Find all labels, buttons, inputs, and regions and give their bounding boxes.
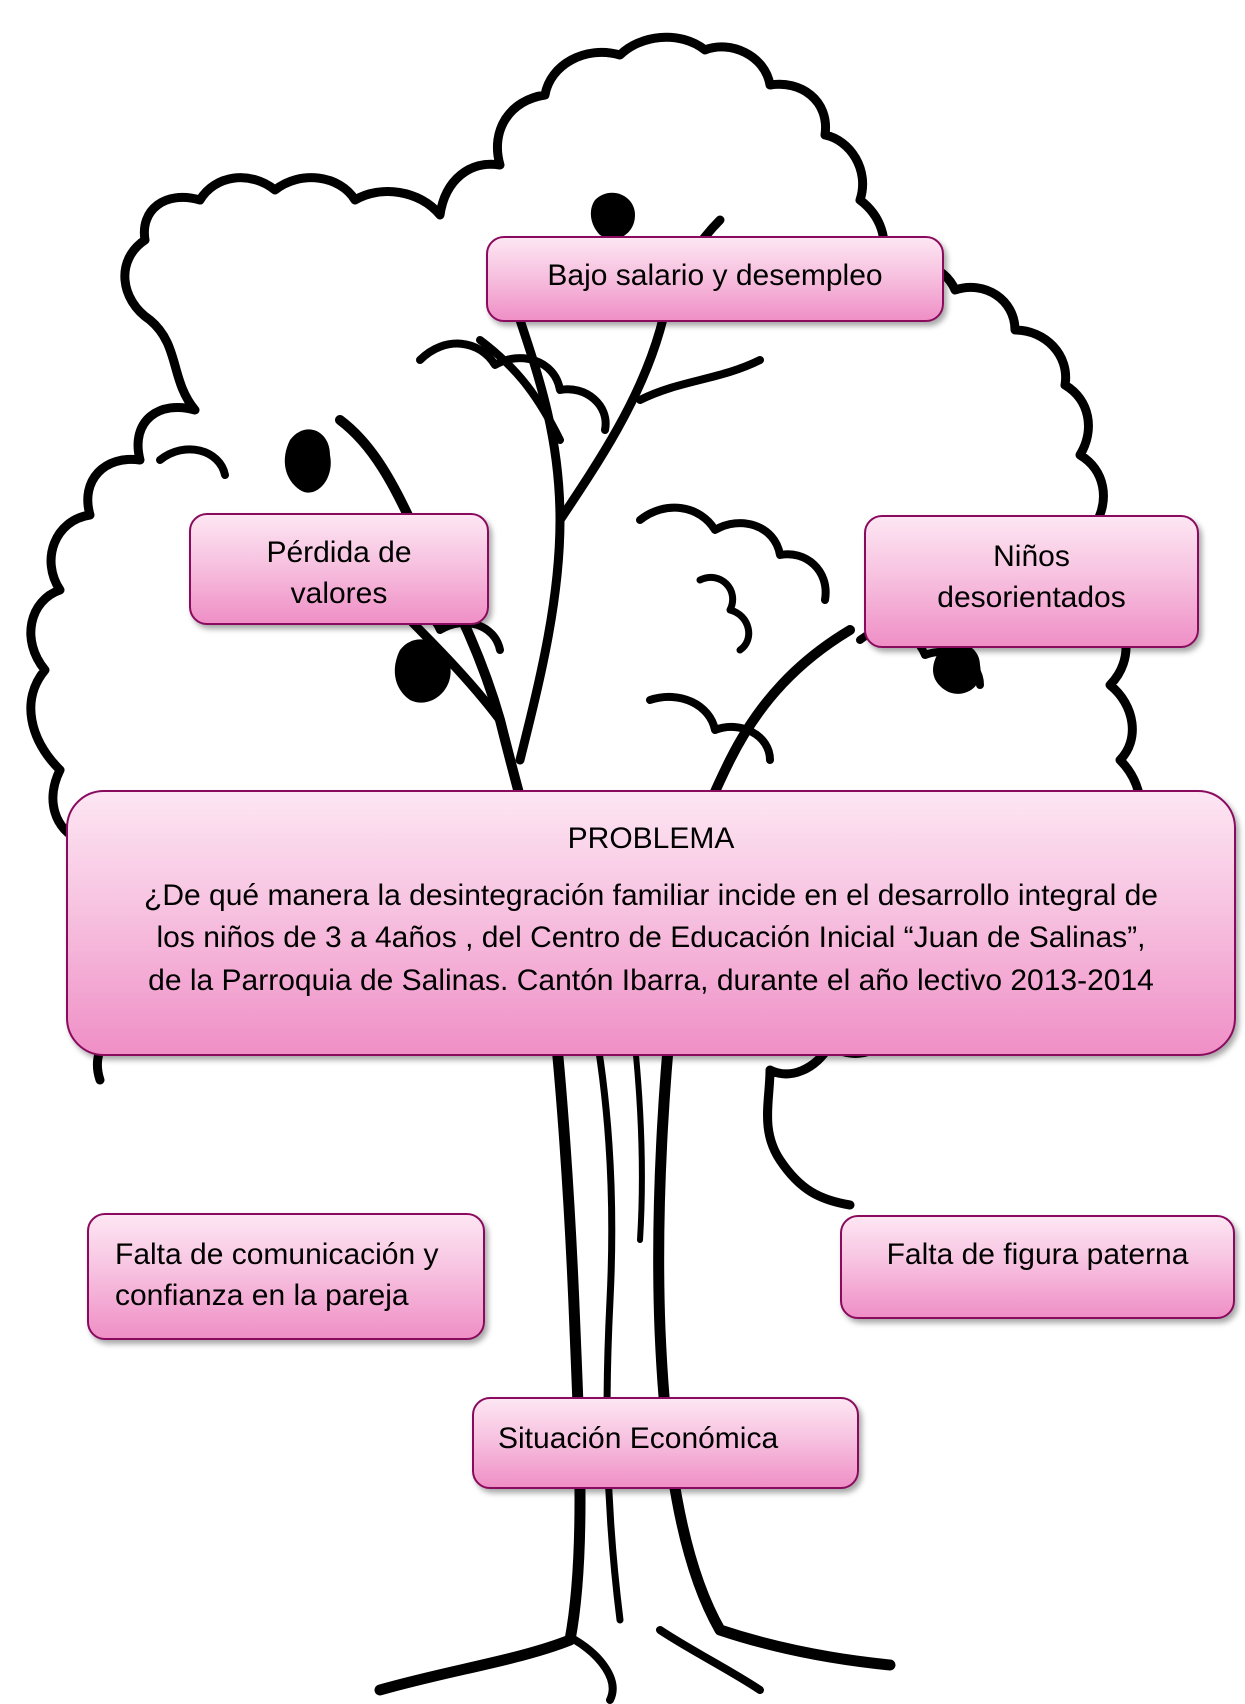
problema-line1: ¿De qué manera la desintegración familia… bbox=[144, 878, 1158, 912]
problema-title: PROBLEMA bbox=[567, 822, 735, 855]
box-situacion-economica-text: Situación Económica bbox=[498, 1422, 779, 1455]
box-ninos-desorientados-line1: Niños bbox=[993, 540, 1070, 573]
problema-line3: de la Parroquia de Salinas. Cantón Ibarr… bbox=[148, 963, 1154, 997]
problema-line2: los niños de 3 a 4años , del Centro de E… bbox=[156, 921, 1146, 955]
box-falta-figura: Falta de figura paterna bbox=[840, 1215, 1235, 1319]
box-problema: PROBLEMA ¿De qué manera la desintegració… bbox=[66, 790, 1236, 1056]
box-falta-comunicacion: Falta de comunicación y confianza en la … bbox=[87, 1213, 485, 1340]
box-ninos-desorientados: Niños desorientados bbox=[864, 515, 1199, 648]
box-situacion-economica: Situación Económica bbox=[472, 1397, 859, 1489]
box-bajo-salario: Bajo salario y desempleo bbox=[486, 236, 944, 322]
box-perdida-valores: Pérdida de valores bbox=[189, 513, 489, 625]
box-falta-comunicacion-line1: Falta de comunicación y bbox=[115, 1238, 439, 1271]
box-falta-comunicacion-line2: confianza en la pareja bbox=[115, 1278, 409, 1312]
box-perdida-valores-line2: valores bbox=[290, 576, 388, 610]
box-perdida-valores-line1: Pérdida de bbox=[266, 536, 412, 569]
box-ninos-desorientados-line2: desorientados bbox=[937, 580, 1126, 614]
box-falta-figura-text: Falta de figura paterna bbox=[886, 1238, 1189, 1271]
box-bajo-salario-text: Bajo salario y desempleo bbox=[547, 259, 883, 292]
